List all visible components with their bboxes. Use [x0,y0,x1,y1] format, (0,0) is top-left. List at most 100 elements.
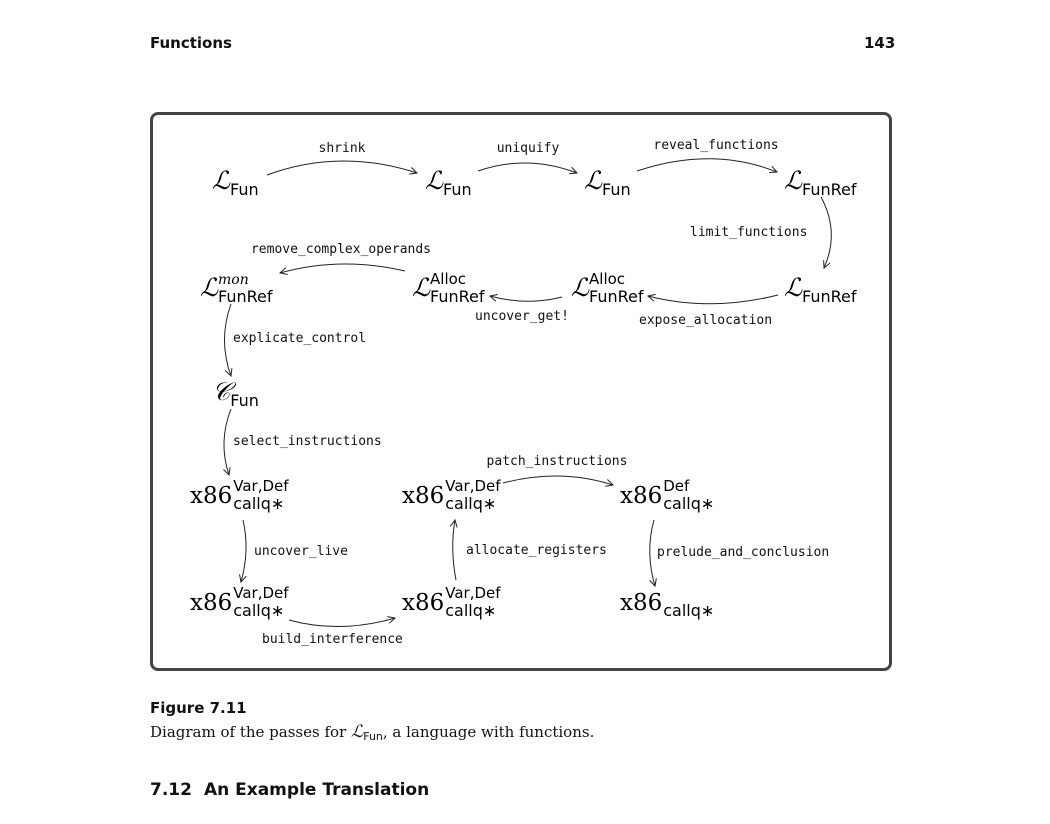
edge-label: uniquify [497,141,560,156]
diagram-node: ℒFunRef [784,273,857,306]
edge-curve [489,295,563,302]
node-base: x86 [620,483,662,509]
node-superscript: Var,Def [233,584,289,602]
node-subscript: FunRef [589,287,644,306]
diagram-edge: expose_allocation [639,293,779,328]
node-superscript: Var,Def [445,477,501,495]
diagram-edge: prelude_and_conclusion [649,519,829,588]
edge-label: patch_instructions [487,454,628,469]
diagram-edge: allocate_registers [449,518,607,581]
diagram-node: ℒFun [584,166,631,199]
node-subscript: FunRef [802,180,857,199]
diagram-edge: limit_functions [690,196,832,270]
edge-curve [502,475,614,486]
diagram-edge: uniquify [477,141,579,175]
node-base: x86 [190,590,232,616]
edge-curve [477,162,578,174]
edge-label: build_interference [262,632,403,647]
figure-label: Figure 7.11 [150,699,247,717]
node-superscript: Var,Def [233,477,289,495]
node-base: ℒ [584,166,603,195]
arrowhead [649,578,657,588]
edge-label: allocate_registers [466,543,607,558]
node-base: ℒ [571,273,590,302]
section-number: 7.12 [150,780,192,800]
diagram-node: x86callq∗ [620,590,714,620]
diagram-edge: patch_instructions [487,454,628,487]
edge-curve [647,294,779,305]
edge-curve [266,160,418,176]
edge-label: limit_functions [690,225,807,240]
node-subscript: Fun [443,180,472,199]
node-subscript: Fun [230,180,259,199]
caption-language-symbol: ℒ [350,722,364,742]
node-subscript: FunRef [802,287,857,306]
node-base: ℒ [412,273,431,302]
edge-curve [288,617,396,628]
node-subscript: callq∗ [663,601,714,620]
arrowhead [278,267,288,275]
diagram-node: ℒFun [212,166,259,199]
diagram-edge: select_instructions [223,408,382,477]
edge-label: reveal_functions [653,138,778,153]
edge-label: uncover_live [254,544,348,559]
diagram-edge: explicate_control [224,303,366,378]
arrowhead [769,165,779,174]
edge-curve [452,519,457,581]
node-base: x86 [402,483,444,509]
caption-text-after: , a language with functions. [382,723,595,741]
node-base: ℒ [425,166,444,195]
node-subscript: callq∗ [445,494,496,513]
diagram-node: ℒFun [425,166,472,199]
diagram-edge: shrink [266,141,419,176]
node-subscript: Fun [602,180,631,199]
edge-curve [224,303,232,377]
edge-label: explicate_control [233,331,366,346]
diagram-edges: shrink uniquify reveal_functions limit_func… [223,138,832,647]
arrowhead [239,574,247,584]
diagram-edge: remove_complex_operands [251,242,431,275]
section-heading: 7.12 An Example Translation [150,780,429,800]
edge-label: shrink [319,141,366,156]
node-base: ℒ [784,273,803,302]
caption-language-subscript: Fun [363,730,383,743]
arrowhead [823,260,831,270]
arrowhead [605,479,615,487]
arrowhead [224,368,233,378]
arrowhead [409,167,419,175]
diagram-node: 𝒞Fun [212,377,259,410]
node-subscript: callq∗ [663,494,714,513]
node-subscript: Fun [230,391,259,410]
diagram-edge: build_interference [262,616,403,647]
edge-curve [649,519,656,587]
node-subscript: callq∗ [233,494,284,513]
edge-curve [820,196,832,269]
diagram-edge: uncover_get! [475,293,569,324]
diagram-edge: reveal_functions [636,138,779,174]
edge-curve [279,263,406,274]
node-superscript: mon [218,272,249,288]
node-superscript: Def [663,477,690,495]
arrowhead [387,616,397,624]
section-title: An Example Translation [203,780,430,800]
page-number: 143 [864,34,896,52]
arrowhead [449,518,458,528]
arrowhead [646,293,656,302]
node-subscript: FunRef [430,287,485,306]
arrowhead [223,467,231,477]
figure-caption: Diagram of the passes for ℒFun, a langua… [150,722,595,743]
edge-label: prelude_and_conclusion [657,545,829,560]
edge-label: remove_complex_operands [251,242,431,257]
node-superscript: Var,Def [445,584,501,602]
running-header-title: Functions [150,34,232,52]
node-subscript: callq∗ [445,601,496,620]
edge-curve [223,408,232,476]
